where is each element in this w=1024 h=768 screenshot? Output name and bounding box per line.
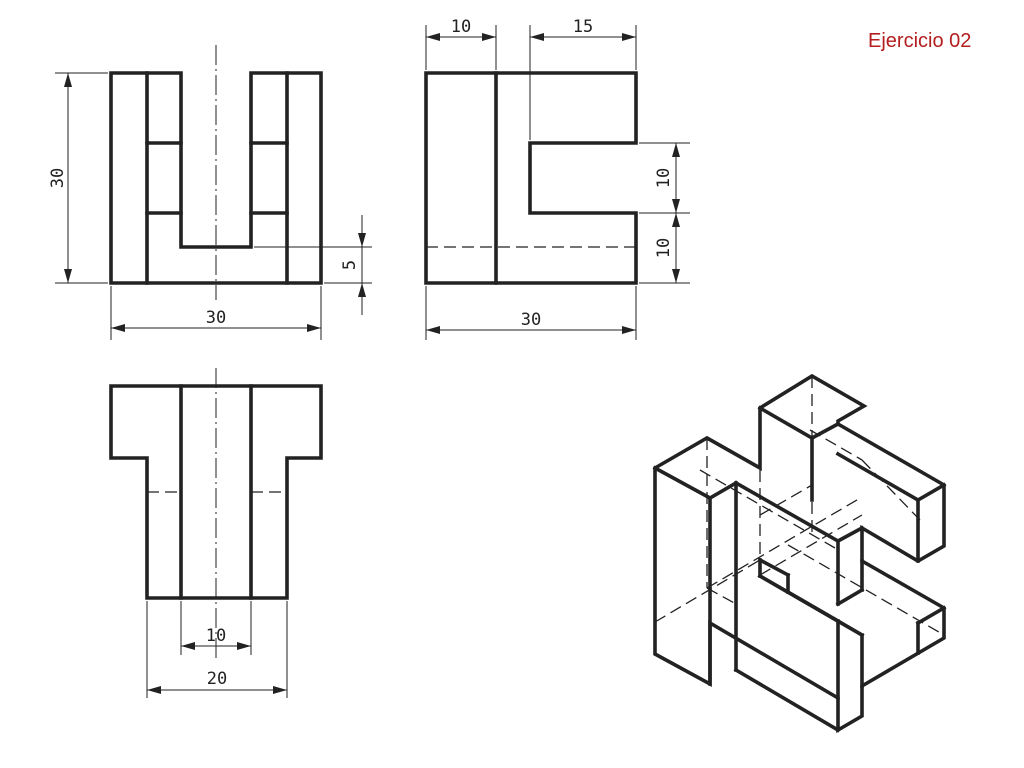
dim-label-side-top-right: 15 [573,17,593,37]
dim-top-width: 20 [146,601,288,698]
dim-side-top-right: 15 [529,17,637,140]
exercise-title: Ejercicio 02 [868,30,972,52]
dim-label-top-inner: 10 [206,626,226,646]
dim-front-height: 30 [48,72,108,284]
dim-label-side-right-upper: 10 [654,168,674,188]
dim-side-top-left: 10 [425,17,497,70]
dim-label-front-slot-depth: 5 [340,260,360,270]
dim-side-width: 30 [425,286,637,340]
dim-label-side-top-left: 10 [451,17,471,37]
dim-label-front-height: 30 [48,168,68,188]
dim-label-top-width: 20 [207,669,227,689]
isometric-view [652,373,947,734]
dim-label-front-width: 30 [206,308,226,328]
dim-top-inner: 10 [180,601,252,655]
dim-label-side-right-lower: 10 [654,238,674,258]
dim-side-right-stack: 10 10 [639,142,690,284]
side-view [424,71,638,285]
dim-front-slot-depth: 5 [254,215,372,315]
dim-label-side-width: 30 [521,310,541,330]
dim-front-width: 30 [110,286,322,340]
top-view [109,368,323,660]
front-view [109,45,323,300]
